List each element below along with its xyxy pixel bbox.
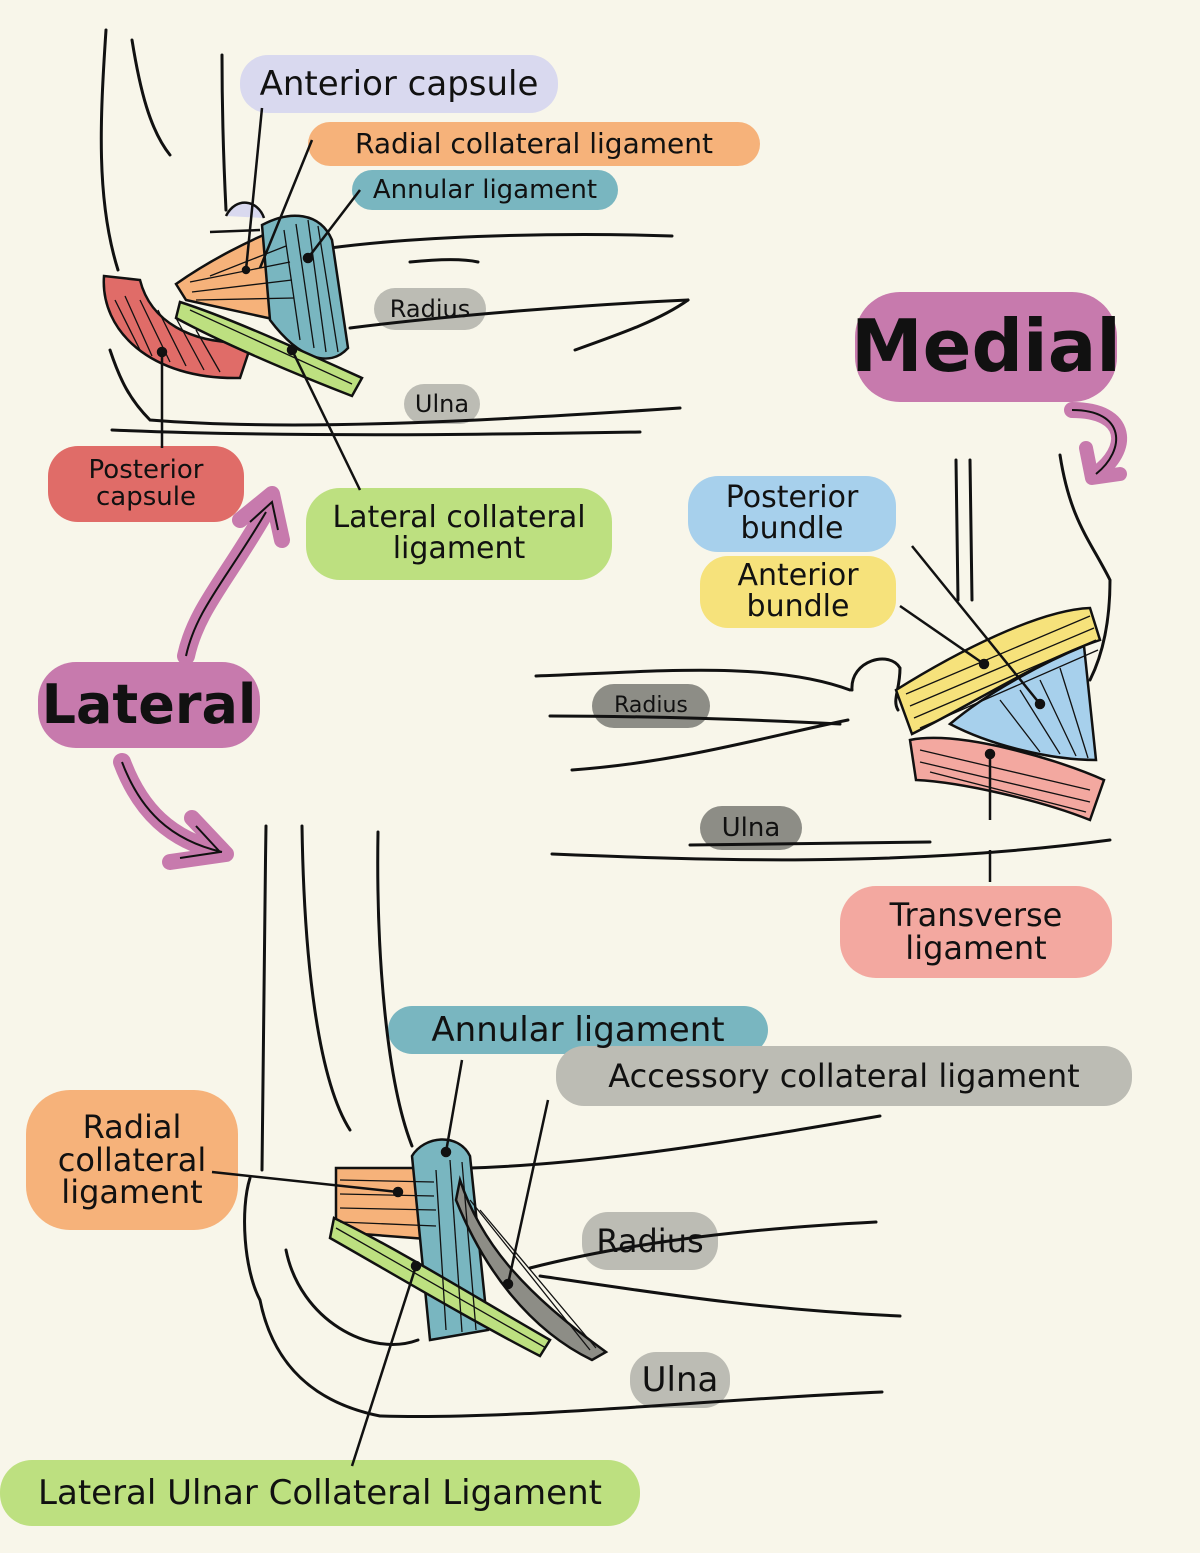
label-lateral-collateral-line1: Lateral collateral bbox=[332, 500, 586, 536]
highlight-lateral-ulnar-collateral bbox=[0, 1460, 640, 1526]
label-lateral-collateral: Lateral collateral ligament bbox=[306, 488, 612, 580]
label-ulna-bottom: Ulna bbox=[630, 1352, 730, 1408]
highlight-radial-collateral-bottom bbox=[26, 1090, 238, 1230]
label-radius-top-text: Radius bbox=[389, 294, 471, 323]
highlight-ulna-top bbox=[404, 384, 480, 424]
label-radial-collateral-bottom-line3: ligament bbox=[61, 1173, 203, 1212]
label-ulna-top: Ulna bbox=[404, 384, 480, 424]
highlight-posterior-capsule bbox=[48, 446, 244, 522]
medial-elbow bbox=[534, 453, 1112, 862]
highlight-transverse bbox=[840, 886, 1112, 978]
highlight-lateral bbox=[38, 662, 260, 748]
label-posterior-bundle-line2: bundle bbox=[740, 511, 844, 546]
label-accessory-collateral-text: Accessory collateral ligament bbox=[608, 1056, 1080, 1095]
highlight-anterior-capsule bbox=[240, 55, 558, 113]
highlight-lateral-collateral bbox=[306, 488, 612, 580]
label-annular-bottom: Annular ligament bbox=[388, 1006, 768, 1054]
highlight-radius-top bbox=[374, 288, 486, 330]
label-posterior-capsule: Posterior capsule bbox=[48, 446, 244, 522]
label-radius-medial-text: Radius bbox=[614, 692, 688, 718]
label-ulna-medial-text: Ulna bbox=[721, 812, 781, 843]
label-radius-medial: Radius bbox=[592, 684, 710, 728]
label-lateral-ulnar-collateral: Lateral Ulnar Collateral Ligament bbox=[0, 1460, 640, 1526]
label-ulna-medial: Ulna bbox=[700, 806, 802, 850]
label-anterior-bundle-line2: bundle bbox=[746, 589, 850, 624]
posterior-bundle-shape bbox=[947, 644, 1098, 762]
highlight-annular-top bbox=[352, 170, 618, 210]
highlight-anterior-bundle bbox=[700, 556, 896, 628]
label-highlights bbox=[0, 55, 1132, 1526]
label-annular-top: Annular ligament bbox=[352, 170, 618, 210]
label-lateral-ulnar-collateral-text: Lateral Ulnar Collateral Ligament bbox=[38, 1472, 602, 1513]
label-radial-collateral-top: Radial collateral ligament bbox=[308, 122, 760, 166]
label-transverse-line2: ligament bbox=[905, 929, 1047, 967]
highlight-posterior-bundle bbox=[688, 476, 896, 552]
highlight-radial-collateral-top bbox=[308, 122, 760, 166]
label-ulna-top-text: Ulna bbox=[414, 389, 470, 418]
label-posterior-bundle-line1: Posterior bbox=[725, 480, 859, 516]
label-radial-collateral-bottom-line2: collateral bbox=[57, 1140, 207, 1179]
label-radius-bottom-text: Radius bbox=[596, 1221, 704, 1260]
bottom-lateral-elbow bbox=[243, 824, 902, 1419]
highlight-radius-bottom bbox=[582, 1212, 718, 1270]
label-anterior-capsule-text: Anterior capsule bbox=[259, 63, 539, 104]
label-transverse: Transverse ligament bbox=[840, 886, 1112, 978]
highlight-ulna-medial bbox=[700, 806, 802, 850]
highlight-annular-bottom bbox=[388, 1006, 768, 1054]
arrows bbox=[113, 402, 1128, 870]
top-lateral-elbow bbox=[99, 28, 690, 437]
label-accessory-collateral: Accessory collateral ligament bbox=[556, 1046, 1132, 1106]
label-posterior-bundle: Posterior bundle bbox=[688, 476, 896, 552]
label-posterior-capsule-line1: Posterior bbox=[88, 455, 204, 486]
label-annular-bottom-text: Annular ligament bbox=[431, 1009, 725, 1050]
label-radial-collateral-bottom-line1: Radial bbox=[82, 1108, 182, 1147]
label-posterior-capsule-line2: capsule bbox=[96, 482, 196, 512]
label-annular-top-text: Annular ligament bbox=[372, 174, 598, 205]
highlight-accessory-collateral bbox=[556, 1046, 1132, 1106]
label-lateral-text: Lateral bbox=[41, 673, 257, 737]
top-lateral-ligaments bbox=[102, 107, 364, 491]
bottom-lateral-ligaments bbox=[211, 1059, 609, 1467]
medial-ligaments bbox=[894, 545, 1106, 882]
label-radial-collateral-bottom: Radial collateral ligament bbox=[26, 1090, 238, 1230]
highlight-medial bbox=[855, 292, 1117, 402]
label-lateral: Lateral bbox=[38, 662, 260, 748]
label-radial-collateral-top-text: Radial collateral ligament bbox=[355, 126, 713, 160]
label-medial: Medial bbox=[851, 292, 1121, 402]
label-anterior-bundle-line1: Anterior bbox=[737, 558, 859, 594]
label-ulna-bottom-text: Ulna bbox=[641, 1359, 719, 1400]
highlight-ulna-bottom bbox=[630, 1352, 730, 1408]
label-medial-text: Medial bbox=[851, 304, 1121, 389]
label-lateral-collateral-line2: ligament bbox=[392, 531, 526, 566]
label-radius-top: Radius bbox=[374, 288, 486, 330]
label-radius-bottom: Radius bbox=[582, 1212, 718, 1270]
label-anterior-capsule: Anterior capsule bbox=[240, 55, 558, 113]
label-anterior-bundle: Anterior bundle bbox=[700, 556, 896, 628]
label-transverse-line1: Transverse bbox=[889, 896, 1063, 935]
